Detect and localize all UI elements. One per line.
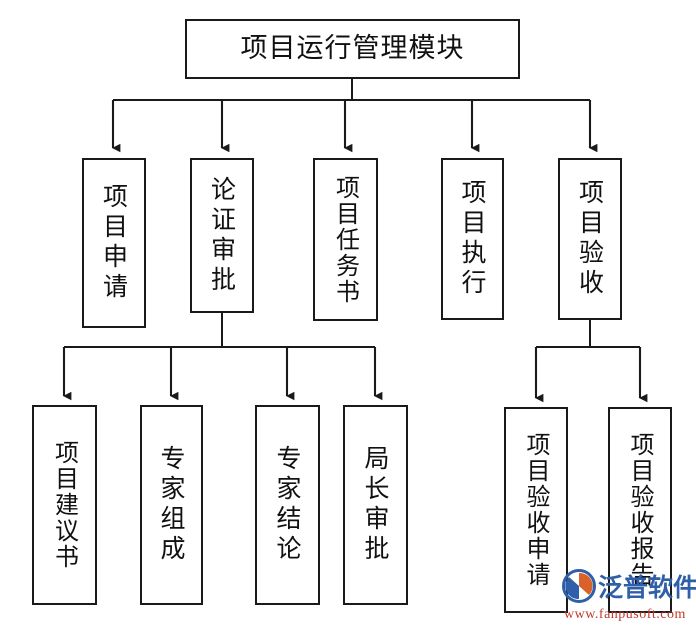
node-expert-group[interactable]: 专家组成 xyxy=(140,405,203,605)
node-acceptance-application-label: 项目验收申请 xyxy=(522,432,550,588)
node-director-approval-label: 局长审批 xyxy=(361,445,390,565)
node-project-proposal-label: 项目建议书 xyxy=(50,440,79,570)
node-argument-review-label: 论证审批 xyxy=(207,175,237,296)
node-project-taskbook[interactable]: 项目任务书 xyxy=(313,158,378,321)
node-project-apply[interactable]: 项目申请 xyxy=(82,158,146,328)
node-project-apply-label: 项目申请 xyxy=(99,183,129,303)
node-acceptance-application[interactable]: 项目验收申请 xyxy=(504,407,568,613)
node-project-execute-label: 项目执行 xyxy=(458,179,487,299)
node-director-approval[interactable]: 局长审批 xyxy=(343,405,408,605)
node-project-proposal[interactable]: 项目建议书 xyxy=(32,405,97,605)
node-project-execute[interactable]: 项目执行 xyxy=(441,158,504,320)
node-expert-conclusion-label: 专家结论 xyxy=(273,445,302,565)
node-project-taskbook-label: 项目任务书 xyxy=(331,174,360,305)
node-root[interactable]: 项目运行管理模块 xyxy=(185,19,520,79)
node-root-label: 项目运行管理模块 xyxy=(240,32,465,64)
node-expert-group-label: 专家组成 xyxy=(157,445,186,565)
node-argument-review[interactable]: 论证审批 xyxy=(190,158,254,313)
node-project-acceptance-label: 项目验收 xyxy=(575,179,605,299)
node-acceptance-report[interactable]: 项目验收报告 xyxy=(608,407,672,613)
node-project-acceptance[interactable]: 项目验收 xyxy=(558,158,622,320)
node-expert-conclusion[interactable]: 专家结论 xyxy=(255,405,320,605)
node-acceptance-report-label: 项目验收报告 xyxy=(626,432,654,588)
